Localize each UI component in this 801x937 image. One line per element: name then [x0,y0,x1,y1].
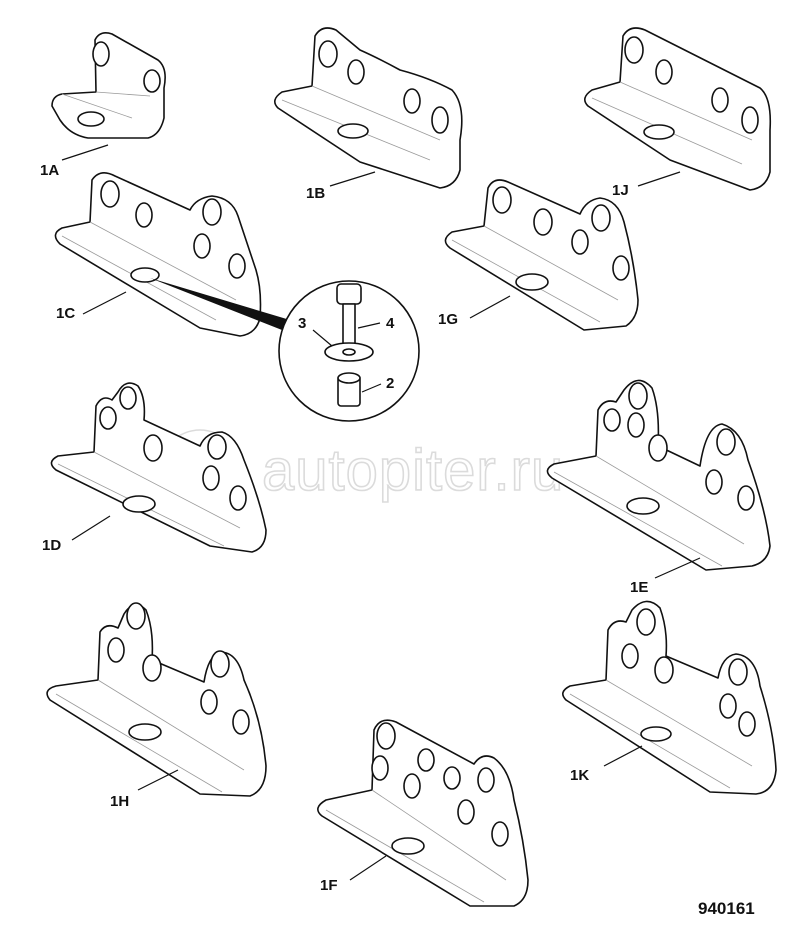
label-1a: 1A [40,162,59,179]
label-1e: 1E [630,579,648,596]
bracket-1k [562,600,777,795]
label-1b: 1B [306,185,325,202]
bolt-head-icon [336,283,362,305]
bracket-1h [46,602,267,797]
label-1h: 1H [110,793,129,810]
bolt-shank-icon [342,303,356,349]
watermark: autopiter.ru [159,429,564,511]
bracket-1c [54,172,262,337]
label-1c: 1C [56,305,75,322]
label-1f: 1F [320,877,338,894]
callout-3: 3 [298,315,306,332]
watermark-text: autopiter.ru [262,438,564,503]
callout-4: 4 [386,315,395,332]
detail-pointer [150,278,290,330]
label-1j: 1J [612,182,629,199]
bracket-1d [50,382,267,553]
bracket-1a [51,32,166,161]
bracket-1e [546,379,771,579]
label-1g: 1G [438,311,458,328]
label-1k: 1K [570,767,589,784]
figure-number: 940161 [698,899,755,918]
callout-2: 2 [386,375,394,392]
bracket-1j [584,27,772,191]
bracket-1g [444,179,639,331]
bracket-1f [317,719,529,907]
bracket-1b [274,27,463,189]
fastener-detail [150,278,420,422]
label-1d: 1D [42,537,61,554]
